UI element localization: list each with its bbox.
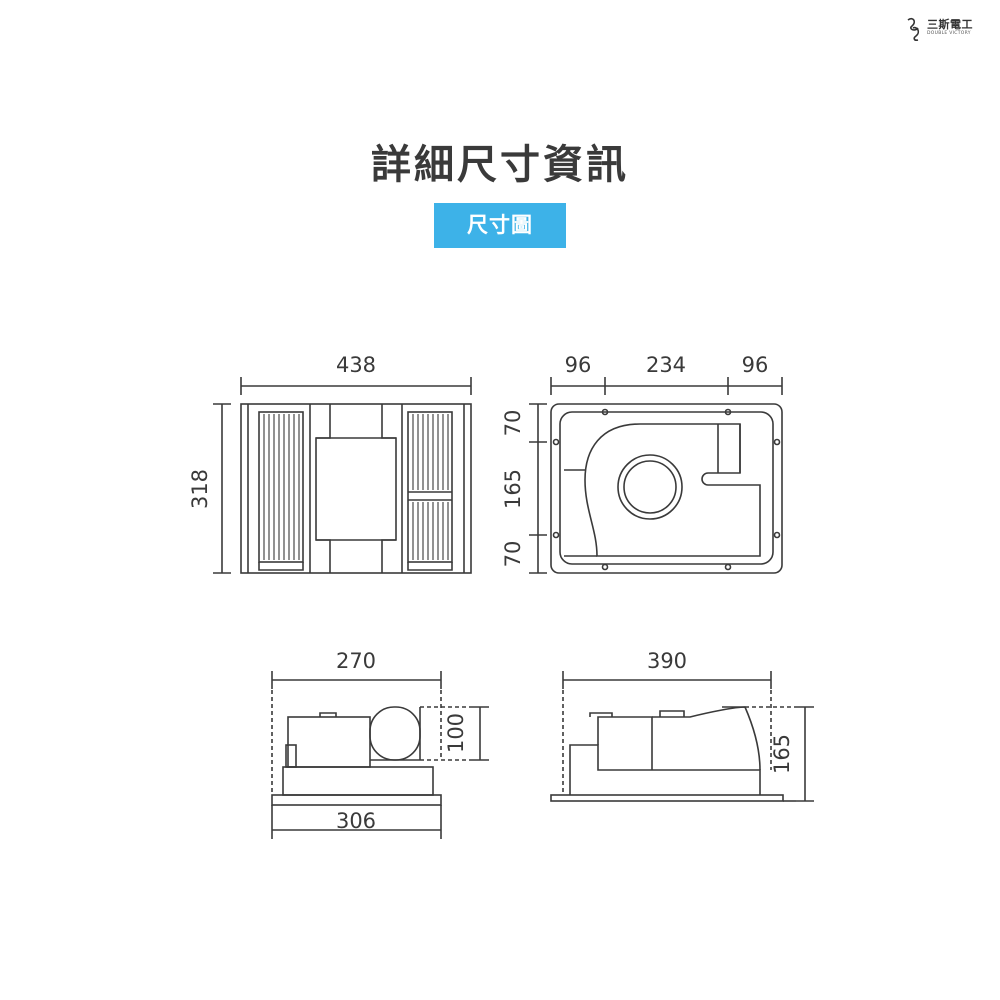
dim-bottom-center: 165 <box>501 469 525 509</box>
dim-front-width: 390 <box>647 649 687 673</box>
dim-top-height: 318 <box>188 469 212 509</box>
dim-side-top-width: 270 <box>336 649 376 673</box>
ribbon-logo-icon <box>907 17 920 41</box>
logo-name-cn: 三斯電工 <box>927 18 973 31</box>
dim-front-height: 165 <box>770 734 794 774</box>
dim-bottom-top: 70 <box>501 410 525 437</box>
dim-side-bottom-width: 306 <box>336 809 376 833</box>
top-view <box>213 377 472 574</box>
dim-top-width: 438 <box>336 353 376 377</box>
dim-side-duct: 100 <box>444 713 468 753</box>
bottom-view <box>529 377 783 574</box>
front-view <box>550 671 814 802</box>
side-view <box>271 671 489 839</box>
page-title: 詳細尺寸資訊 <box>371 142 629 188</box>
dim-bottom-left: 96 <box>565 353 592 377</box>
brand-logo: 三斯電工 DOUBLE VICTORY <box>905 14 990 44</box>
dim-bottom-middle: 234 <box>646 353 686 377</box>
dim-bottom-bottom: 70 <box>501 541 525 568</box>
dimension-tag: 尺寸圖 <box>434 203 566 248</box>
dim-bottom-right: 96 <box>742 353 769 377</box>
logo-name-en: DOUBLE VICTORY <box>927 31 971 36</box>
